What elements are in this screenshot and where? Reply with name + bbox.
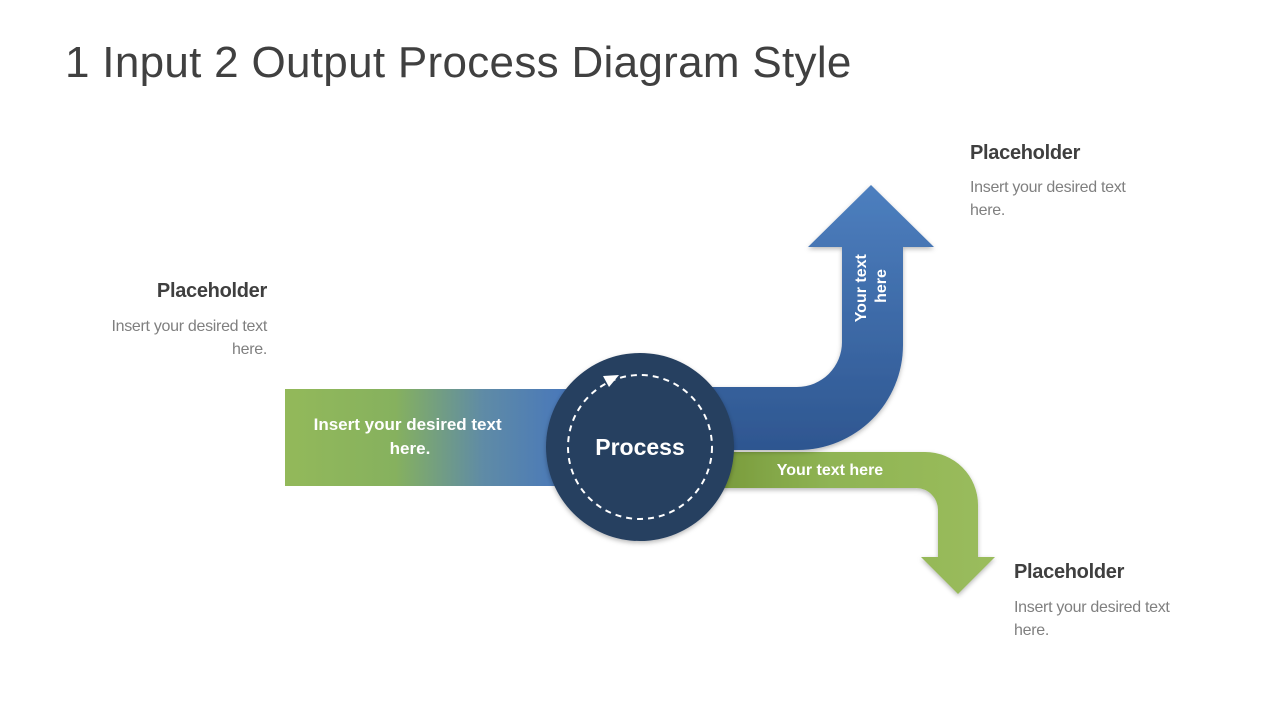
slide-title: 1 Input 2 Output Process Diagram Style	[65, 38, 852, 87]
placeholder-left-heading: Placeholder	[156, 280, 267, 302]
placeholder-left-body: Insert your desired text here.	[111, 318, 267, 358]
output-down-text: Your text here	[777, 462, 884, 479]
input-arrow-text-line1: Insert your desired text	[314, 415, 502, 434]
process-circle	[546, 353, 734, 541]
cycle-dashed-ring	[567, 374, 713, 520]
cycle-arrowhead-icon	[603, 375, 619, 387]
output-arrow-up	[705, 185, 934, 450]
placeholder-bottom-body: Insert your desired text here.	[1014, 599, 1170, 639]
output-up-text-line2: here	[873, 269, 890, 303]
output-up-text-line1: Your text	[853, 253, 870, 322]
placeholder-bottom-heading: Placeholder	[1014, 561, 1125, 583]
output-arrow-down	[715, 452, 995, 594]
output-up-text: Your text here	[853, 250, 890, 323]
input-arrow-text: Insert your desired text here.	[314, 415, 507, 458]
placeholder-top-body: Insert your desired text here.	[970, 179, 1126, 219]
input-arrow-text-line2: here.	[390, 439, 431, 458]
placeholder-top-heading: Placeholder	[970, 142, 1081, 164]
process-label: Process	[595, 434, 685, 460]
input-arrow	[285, 389, 575, 486]
